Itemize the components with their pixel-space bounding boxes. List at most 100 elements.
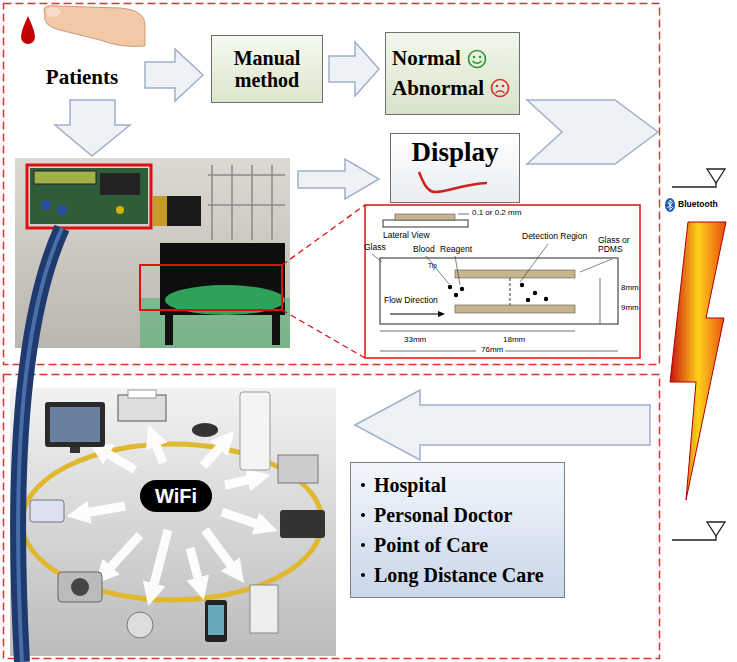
chip-schematic: [365, 205, 640, 358]
text-row: Point of Care: [361, 534, 488, 556]
panel-border: [4, 4, 660, 365]
blood-drop: [21, 16, 35, 44]
face-mouth: [472, 61, 481, 63]
printer-icon: [118, 395, 166, 421]
gamepad-icon: [192, 423, 218, 437]
webcam-icon: [127, 612, 153, 638]
flow-label: Flow Direction: [384, 296, 438, 305]
lateral-glass: [383, 220, 468, 227]
bullet: [361, 573, 365, 577]
block-arrow: [298, 159, 379, 199]
spacer-strip: [455, 305, 575, 313]
text-row: Long Distance Care: [361, 564, 544, 586]
circuit-board: [30, 168, 148, 224]
dimension-label: 33mm: [404, 336, 426, 345]
face-mouth: [496, 91, 505, 93]
dot: [520, 283, 524, 287]
node-text: Personal Doctor: [374, 504, 512, 526]
part-label: Reagent: [440, 245, 472, 254]
dimension-line: [380, 351, 476, 352]
signal-curve: [419, 172, 487, 192]
part-label: Glass: [364, 243, 386, 252]
chip: [100, 173, 140, 195]
printer-paper: [128, 390, 156, 398]
leader-line: [580, 259, 612, 272]
block-arrow: [329, 42, 379, 96]
router-icon: [250, 585, 278, 633]
list-box: HospitalPersonal DoctorPoint of CareLong…: [350, 462, 565, 598]
face-eye: [496, 85, 499, 88]
dimension-line: [600, 278, 601, 305]
detection-line: [510, 278, 511, 305]
part-label: Blood: [413, 245, 435, 254]
signal-curve: [413, 170, 493, 196]
node-text: Abnormal: [392, 77, 484, 100]
face-eye: [479, 56, 482, 59]
glass-slide: [380, 258, 618, 324]
result-box: NormalAbnormal: [385, 32, 520, 115]
leader-line: [372, 254, 382, 262]
process-box: Manual method: [211, 35, 323, 103]
image-ground: [10, 388, 336, 656]
zoom-line: [282, 205, 365, 265]
text-row: Hospital: [361, 474, 446, 496]
patients-label: Patients: [22, 66, 142, 89]
dimension-line: [505, 351, 618, 352]
face-outline: [492, 80, 509, 97]
bluetooth-label: Bluetooth: [678, 200, 718, 209]
highlight-box: [27, 165, 151, 228]
view-label: Lateral View: [383, 231, 430, 240]
bullet: [361, 513, 365, 517]
text-row: Personal Doctor: [361, 504, 512, 526]
dark-housing: [160, 243, 285, 315]
block-arrow: [145, 49, 203, 101]
face-eye: [473, 56, 476, 59]
inset-frame: [365, 205, 640, 358]
wifi-logo: WiFi: [140, 480, 212, 512]
text-row: Display: [411, 138, 498, 168]
bluetooth-icon: [665, 198, 675, 212]
face-eye: [502, 85, 505, 88]
router-icon: [278, 455, 318, 483]
battery: [153, 196, 201, 226]
zoom-line: [282, 310, 365, 358]
dimension-line: [455, 331, 575, 332]
dot: [448, 285, 452, 289]
battery-cap: [153, 196, 167, 226]
dot: [526, 298, 530, 302]
bullet: [361, 543, 365, 547]
chevron-arrow: [527, 100, 658, 164]
dimension-label: 0.1 or 0.2 mm: [472, 209, 521, 218]
text-row: Normal: [392, 47, 487, 70]
node-text: Normal: [392, 47, 461, 70]
lcd-screen: [34, 171, 96, 184]
device-icon: [30, 500, 64, 522]
component: [41, 200, 51, 210]
console-icon: [240, 392, 270, 470]
flow-arrow: [390, 314, 438, 315]
antenna-symbol: [707, 169, 725, 183]
dimension-label: 8mm: [621, 284, 639, 293]
camera-lens: [71, 578, 89, 596]
camcorder-icon: [280, 510, 325, 538]
leader-line: [455, 256, 460, 285]
dimension-line: [380, 331, 455, 332]
tv-icon: [45, 402, 105, 447]
fingernail: [46, 7, 60, 17]
dimension-label: 76mm: [481, 346, 503, 355]
bluetooth-rune: [668, 200, 673, 210]
housing-leg: [272, 315, 280, 345]
bullet: [361, 483, 365, 487]
tv-stand: [70, 447, 80, 453]
dot: [544, 297, 548, 301]
node-text: Display: [411, 138, 498, 168]
wifi-network-image: [10, 388, 336, 656]
leader-line: [426, 256, 449, 284]
part-label: Glass or PDMS: [598, 236, 638, 255]
component: [116, 206, 124, 214]
dimension-label: 18mm: [503, 336, 525, 345]
display-box: Display: [390, 133, 520, 203]
node-text: Hospital: [374, 474, 446, 496]
